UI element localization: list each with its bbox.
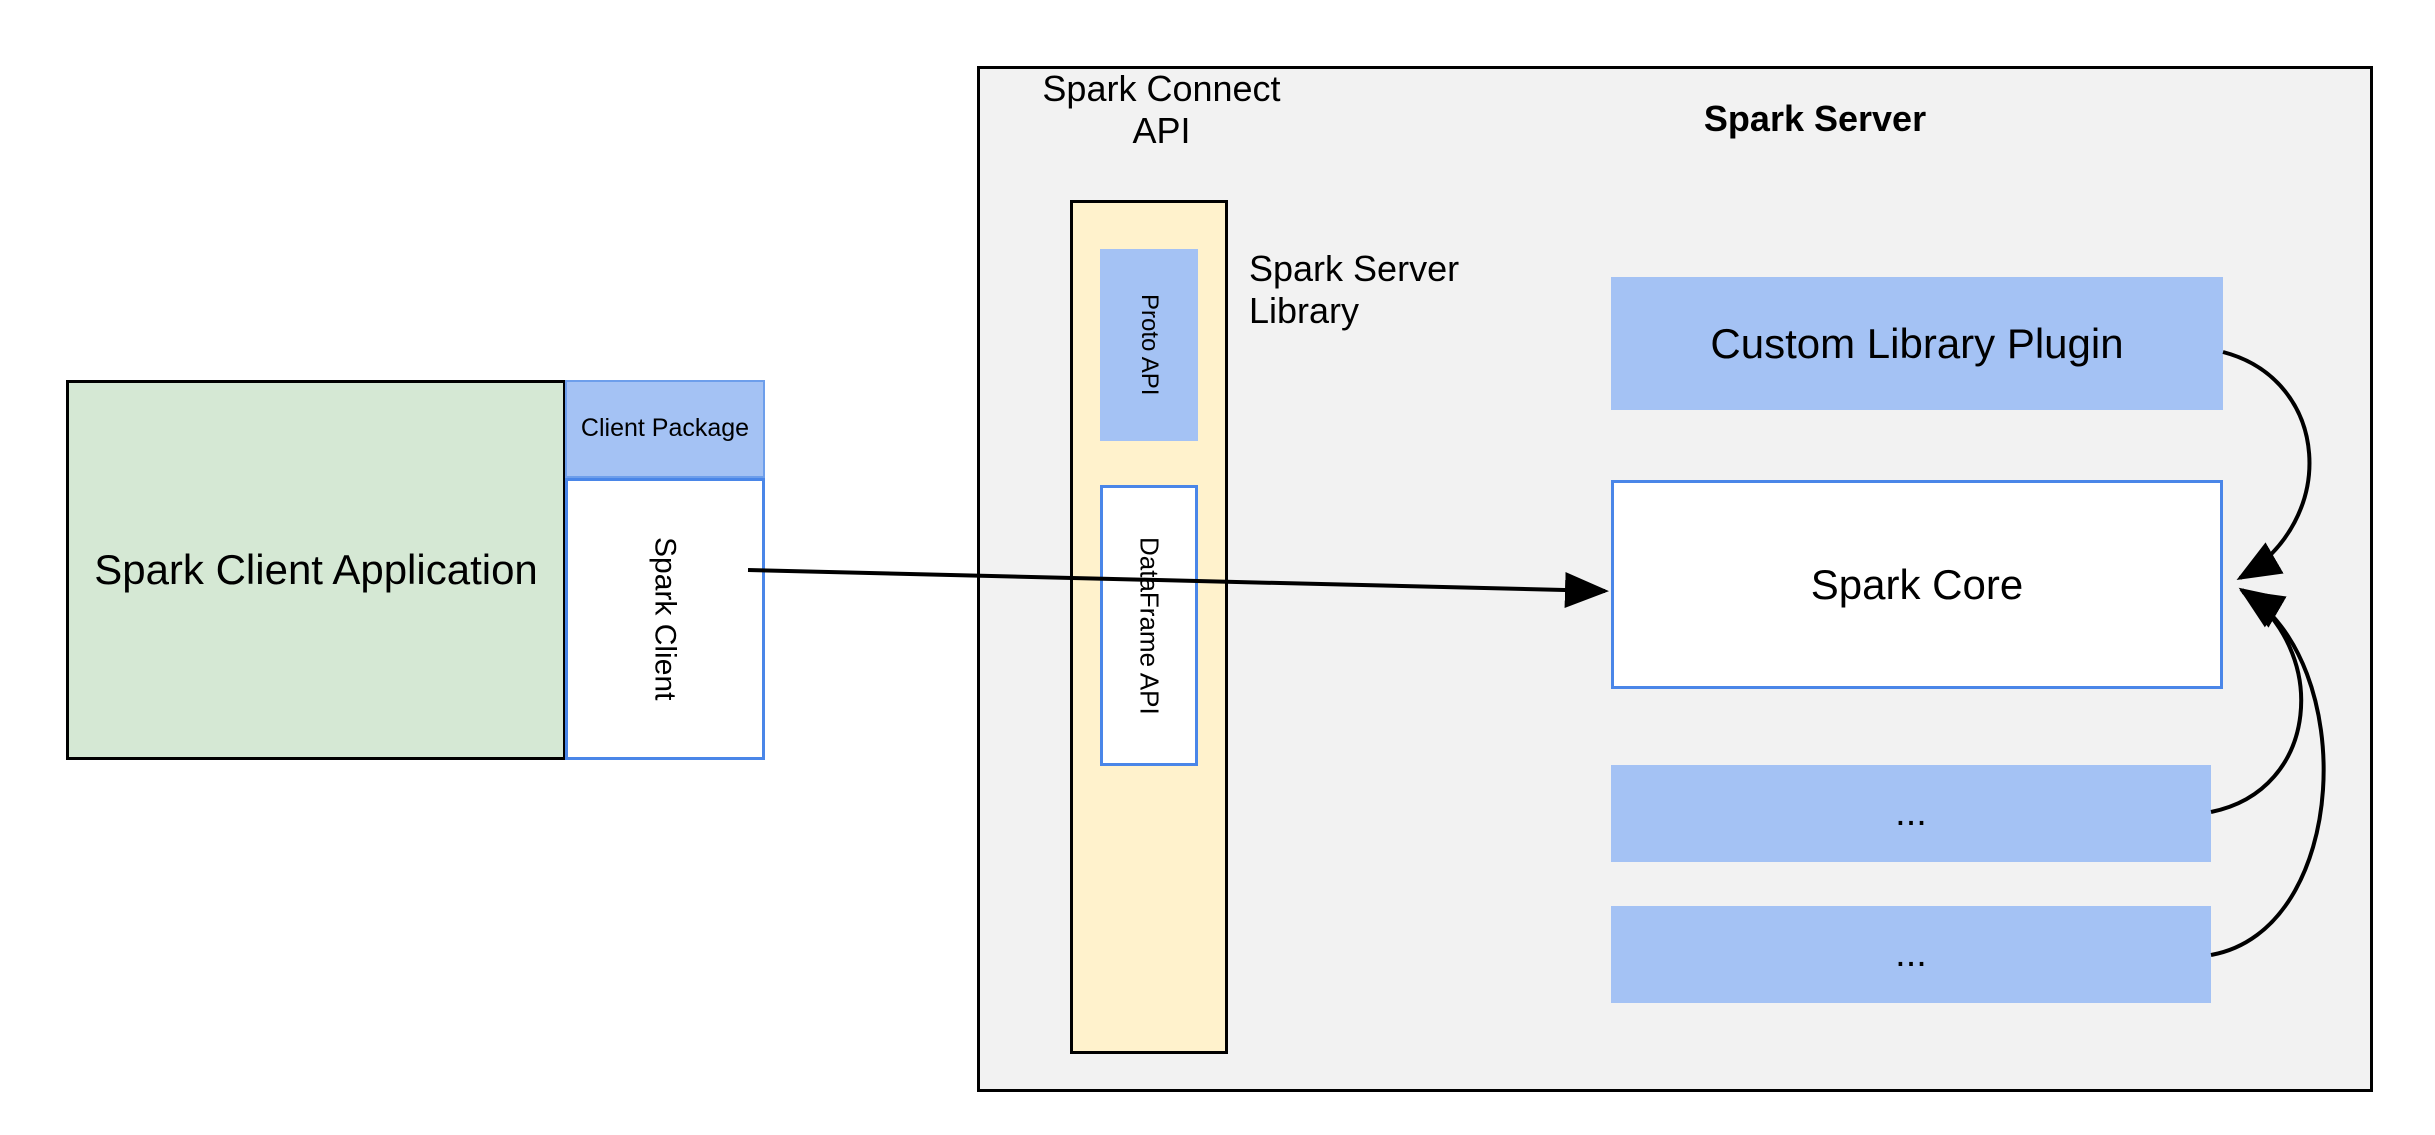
spark-connect-api-label: Spark Connect API — [1042, 68, 1281, 151]
client-package-box[interactable]: Client Package — [565, 380, 765, 478]
server-stack-ellipsis-1[interactable]: ... — [1611, 765, 2211, 862]
spark-client-application-box[interactable]: Spark Client Application — [66, 380, 566, 760]
spark-client-label: Spark Client — [648, 537, 682, 701]
spark-client-box[interactable]: Spark Client — [565, 478, 765, 760]
spark-server-title: Spark Server — [1703, 98, 1927, 139]
proto-api-box[interactable]: Proto API — [1100, 249, 1198, 441]
proto-api-label: Proto API — [1136, 294, 1164, 396]
server-stack-ellipsis-2[interactable]: ... — [1611, 906, 2211, 1003]
spark-server-library-label: Spark Server Library — [1249, 248, 1460, 331]
spark-core-box[interactable]: Spark Core — [1611, 480, 2223, 689]
dataframe-api-label: DataFrame API — [1134, 536, 1165, 715]
dataframe-api-box[interactable]: DataFrame API — [1100, 485, 1198, 766]
custom-library-plugin-box[interactable]: Custom Library Plugin — [1611, 277, 2223, 410]
